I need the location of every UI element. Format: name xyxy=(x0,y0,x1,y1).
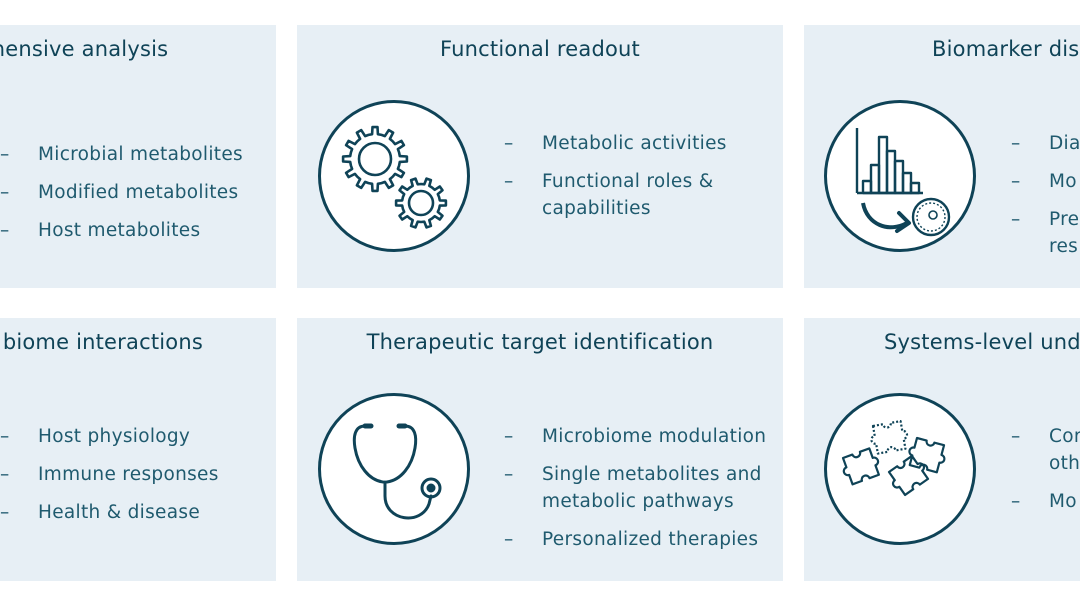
item-text: Microbial metabolites xyxy=(38,144,243,165)
dash: – xyxy=(0,144,10,165)
list-item: – Functional roles & capabilities xyxy=(504,168,727,222)
card-title: biome interactions xyxy=(2,330,203,354)
item-text: Metabolic activities xyxy=(542,133,727,154)
dash: – xyxy=(0,464,10,485)
stethoscope-icon xyxy=(318,393,470,545)
item-list: – Host physiology – Immune responses – Heal… xyxy=(0,423,219,537)
list-item: – Single metabolites and metabolic pathwa… xyxy=(504,461,766,515)
list-item: – Health & disease xyxy=(0,499,219,526)
dash: – xyxy=(504,464,514,485)
item-text: Host physiology xyxy=(38,426,191,447)
list-item: – Mo xyxy=(1011,488,1080,515)
list-item: – Mo xyxy=(1011,168,1080,195)
card-systems-level: Systems-level und – Cor oth – Mo xyxy=(804,318,1080,581)
item-text: Mo xyxy=(1049,171,1077,192)
card-biomarker-discovery: Biomarker dis – Dia – Mo – Pre res xyxy=(804,25,1080,288)
list-item: – Microbial metabolites xyxy=(0,141,243,168)
item-text: Microbiome modulation xyxy=(542,426,767,447)
dash: – xyxy=(0,182,10,203)
list-item: – Pre res xyxy=(1011,206,1080,260)
dash: – xyxy=(504,133,514,154)
item-list: – Metabolic activities – Functional roles … xyxy=(504,130,727,233)
dash: – xyxy=(504,529,514,550)
dash: – xyxy=(0,426,10,447)
histogram-cell-icon xyxy=(824,100,976,252)
item-text: Modified metabolites xyxy=(38,182,239,203)
dash: – xyxy=(0,502,10,523)
item-text: Mo xyxy=(1049,491,1077,512)
item-text: Health & disease xyxy=(38,502,200,523)
list-item: – Dia xyxy=(1011,130,1080,157)
card-comprehensive-analysis: hensive analysis – Microbial metabolites … xyxy=(0,25,276,288)
gear-hub xyxy=(357,141,393,177)
gear-outline xyxy=(394,177,448,229)
card-title: Functional readout xyxy=(440,37,640,61)
gear-hub xyxy=(407,189,435,217)
gears-icon xyxy=(318,100,470,252)
dash: – xyxy=(0,220,10,241)
card-functional-readout: Functional readout – Metabolic activities… xyxy=(297,25,783,288)
puzzle-icon xyxy=(824,393,976,545)
card-microbiome-interactions: biome interactions – Host physiology – Imm… xyxy=(0,318,276,581)
item-list: – Cor oth – Mo xyxy=(1011,423,1080,526)
item-text: Host metabolites xyxy=(38,220,201,241)
card-title: hensive analysis xyxy=(0,37,169,61)
dash: – xyxy=(1011,209,1021,230)
list-item: – Host metabolites xyxy=(0,217,243,244)
list-item: – Cor oth xyxy=(1011,423,1080,477)
list-item: – Personalized therapies xyxy=(504,526,766,553)
item-list: – Microbiome modulation – Single metabolit… xyxy=(504,423,766,564)
list-item: – Microbiome modulation xyxy=(504,423,766,450)
dash: – xyxy=(1011,133,1021,154)
list-item: – Host physiology xyxy=(0,423,219,450)
item-list: – Dia – Mo – Pre res xyxy=(1011,130,1080,271)
item-text: Functional roles & capabilities xyxy=(542,171,714,219)
dash: – xyxy=(1011,426,1021,447)
dash: – xyxy=(504,171,514,192)
item-text: Single metabolites and metabolic pathway… xyxy=(542,464,762,512)
card-therapeutic-target: Therapeutic target identification – Micro… xyxy=(297,318,783,581)
item-text: Pre res xyxy=(1049,209,1080,257)
item-text: Immune responses xyxy=(38,464,219,485)
list-item: – Metabolic activities xyxy=(504,130,727,157)
dash: – xyxy=(1011,171,1021,192)
dash: – xyxy=(1011,491,1021,512)
card-title: Therapeutic target identification xyxy=(366,330,714,354)
gear-outline xyxy=(341,125,409,193)
dash: – xyxy=(504,426,514,447)
list-item: – Modified metabolites xyxy=(0,179,243,206)
item-list: – Microbial metabolites – Modified metabol… xyxy=(0,141,243,255)
item-text: Cor oth xyxy=(1049,426,1080,474)
item-text: Dia xyxy=(1049,133,1080,154)
card-title: Biomarker dis xyxy=(932,37,1080,61)
item-text: Personalized therapies xyxy=(542,529,759,550)
card-title: Systems-level und xyxy=(884,330,1080,354)
list-item: – Immune responses xyxy=(0,461,219,488)
